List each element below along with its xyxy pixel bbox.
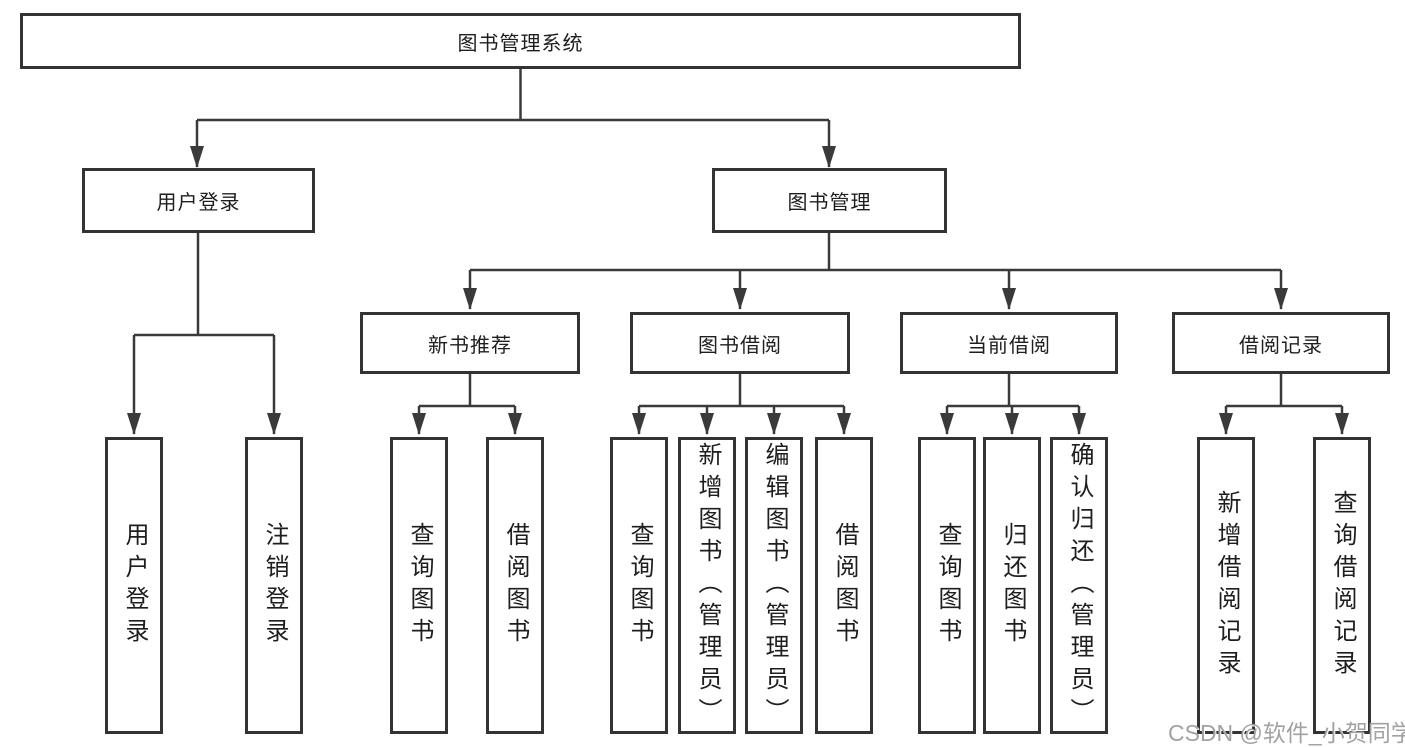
node-current-borrowing: 当前借阅 xyxy=(900,312,1118,374)
node-label: 用户登录 xyxy=(156,192,241,214)
node-label: 新增图书（管理员） xyxy=(694,441,721,730)
leaf-query-books-recommend: 查询图书 xyxy=(390,437,448,734)
leaf-borrow-books: 借阅图书 xyxy=(815,437,873,734)
node-label: 新书推荐 xyxy=(428,334,512,357)
node-label: 新增借阅记录 xyxy=(1213,489,1240,682)
node-new-book-recommend: 新书推荐 xyxy=(360,312,580,374)
node-label: 归还图书 xyxy=(999,521,1026,650)
leaf-query-books-current: 查询图书 xyxy=(918,437,976,734)
node-label: 图书管理系统 xyxy=(457,32,584,55)
node-user-login: 用户登录 xyxy=(82,168,315,233)
leaf-add-books-admin: 新增图书（管理员） xyxy=(678,437,736,734)
node-label: 查询图书 xyxy=(934,521,961,650)
leaf-edit-books-admin: 编辑图书（管理员） xyxy=(745,437,803,734)
watermark: CSDN @软件_小贺同学 xyxy=(1168,720,1405,746)
node-label: 借阅图书 xyxy=(502,521,529,650)
node-borrowing-records: 借阅记录 xyxy=(1172,312,1390,374)
node-label: 查询图书 xyxy=(626,521,653,650)
leaf-user-login: 用户登录 xyxy=(105,437,163,734)
node-root-library-management-system: 图书管理系统 xyxy=(20,13,1021,69)
node-label: 用户登录 xyxy=(121,521,148,650)
node-label: 确认归还（管理员） xyxy=(1066,441,1093,730)
leaf-query-books-borrowing: 查询图书 xyxy=(610,437,668,734)
node-label: 借阅图书 xyxy=(831,521,858,650)
node-label: 图书管理 xyxy=(787,192,872,214)
node-label: 查询图书 xyxy=(406,521,433,650)
leaf-query-borrow-record: 查询借阅记录 xyxy=(1313,437,1371,734)
node-label: 借阅记录 xyxy=(1239,334,1323,357)
node-label: 注销登录 xyxy=(261,521,288,650)
node-label: 查询借阅记录 xyxy=(1329,489,1356,682)
leaf-logout: 注销登录 xyxy=(245,437,303,734)
node-label: 当前借阅 xyxy=(967,334,1051,357)
node-book-borrowing: 图书借阅 xyxy=(630,312,850,374)
leaf-return-books: 归还图书 xyxy=(983,437,1041,734)
node-book-management: 图书管理 xyxy=(712,168,947,233)
node-label: 图书借阅 xyxy=(698,334,782,357)
leaf-add-borrow-record: 新增借阅记录 xyxy=(1197,437,1255,734)
leaf-confirm-return-admin: 确认归还（管理员） xyxy=(1050,437,1108,734)
leaf-borrow-books-recommend: 借阅图书 xyxy=(486,437,544,734)
node-label: 编辑图书（管理员） xyxy=(761,441,788,730)
